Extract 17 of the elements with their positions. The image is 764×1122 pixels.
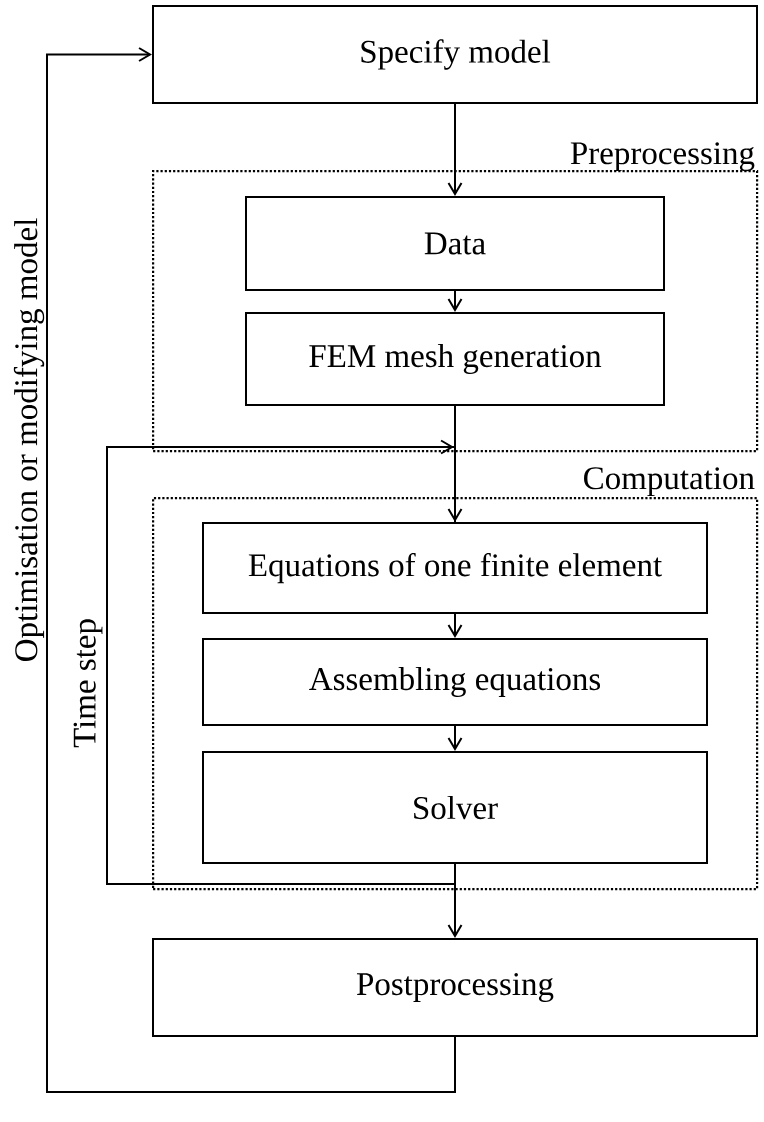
arrow bbox=[447, 103, 463, 196]
arrow bbox=[447, 290, 463, 312]
arrow bbox=[447, 725, 463, 751]
process-box: FEM mesh generation bbox=[245, 312, 665, 406]
edge-label: Optimisation or modifying model bbox=[12, 216, 46, 664]
group-heading: Computation bbox=[584, 467, 755, 497]
arrow bbox=[447, 613, 463, 638]
process-box: Assembling equations bbox=[202, 638, 708, 726]
process-box: Equations of one finite element bbox=[202, 522, 708, 614]
process-box: Postprocessing bbox=[152, 938, 758, 1037]
arrow bbox=[46, 47, 456, 1093]
process-box: Specify model bbox=[152, 5, 758, 104]
edge-label: Time step bbox=[72, 617, 104, 749]
group-heading: Preprocessing bbox=[570, 142, 755, 172]
process-box: Data bbox=[245, 196, 665, 291]
process-box: Solver bbox=[202, 751, 708, 864]
arrow bbox=[447, 405, 463, 522]
